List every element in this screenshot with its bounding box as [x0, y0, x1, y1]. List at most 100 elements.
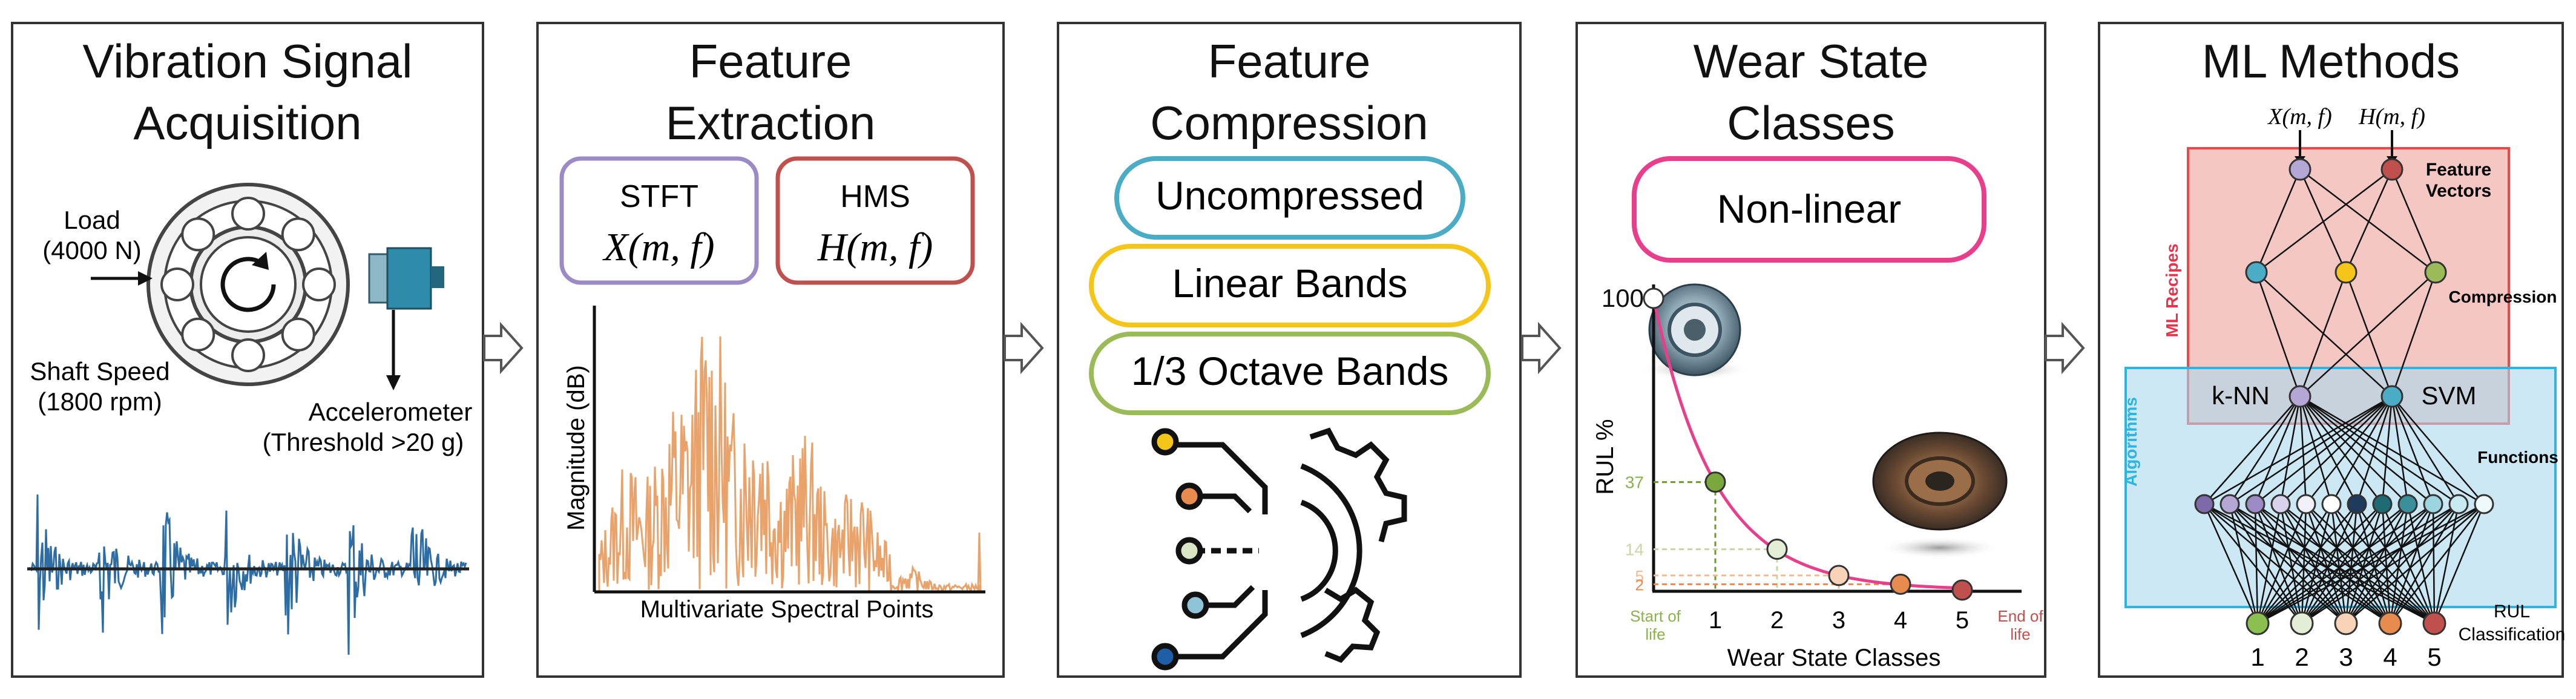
panel-wear-state-classes: Wear State Classes Non-linear 1003714521…	[1576, 22, 2046, 678]
nonlinear-badge-label: Non-linear	[1717, 186, 1901, 231]
option-uncompressed	[1114, 156, 1465, 240]
compression-gear-icon	[1151, 427, 1407, 671]
function-node	[2220, 494, 2240, 514]
bearing-illustration	[146, 183, 350, 386]
class-node	[2246, 611, 2270, 635]
feature-vectors-label-2: Vectors	[2426, 181, 2491, 201]
stft-box	[559, 156, 759, 285]
shaft-speed-label: Shaft Speed	[30, 357, 169, 386]
rul-point	[1704, 471, 1726, 493]
panel-title-line2: Extraction	[666, 96, 876, 149]
panel-title-line1: Feature	[689, 34, 852, 88]
functions-label: Functions	[2477, 448, 2558, 467]
ml-recipes-label: ML Recipes	[2163, 243, 2181, 337]
algorithm-node	[2288, 385, 2312, 408]
class-node	[2334, 611, 2358, 635]
vibration-signal-waveform	[29, 494, 467, 655]
option-octave-bands	[1089, 332, 1491, 415]
panel-ml-methods: ML Methods ML Recipes Algorithms X(m, f)…	[2098, 22, 2566, 678]
algorithms-label: Algorithms	[2121, 397, 2140, 487]
hms-box	[775, 156, 975, 285]
option-octave-bands-label: 1/3 Octave Bands	[1131, 349, 1449, 393]
bearing-ball	[181, 317, 215, 352]
bearing-ball	[302, 267, 336, 301]
panel-frame	[536, 22, 1005, 678]
rul-classification-label-2: Classification	[2459, 625, 2566, 645]
rul-y-tick: 2	[1635, 576, 1644, 594]
network-nodes	[2194, 158, 2494, 635]
rul-x-label: Wear State Classes	[1727, 645, 1941, 671]
function-node	[2245, 494, 2266, 514]
option-linear-bands-label: Linear Bands	[1172, 261, 1408, 306]
function-node	[2397, 494, 2418, 514]
panel-title-line2: Classes	[1727, 96, 1894, 149]
rul-x-tick: 2	[1770, 607, 1784, 634]
flow-arrow-icon	[1004, 321, 1044, 375]
end-of-life-label: End of	[1997, 607, 2043, 625]
rul-point	[1951, 579, 1973, 601]
knn-label: k-NN	[2212, 381, 2270, 410]
bearing-ball	[281, 217, 315, 252]
compression-node	[2424, 261, 2447, 284]
rotation-arrow-icon	[220, 257, 276, 312]
worn-bearing-photo	[1872, 432, 2008, 559]
panel-title-line2: Compression	[1150, 96, 1428, 149]
nonlinear-badge	[1632, 156, 1986, 263]
bearing-ball	[160, 267, 194, 301]
rul-y-tick: 37	[1625, 473, 1644, 492]
accelerometer-icon	[368, 247, 444, 310]
bearing-ball	[181, 217, 215, 252]
compression-node	[2334, 261, 2358, 284]
rul-point	[1828, 565, 1850, 586]
panel-feature-extraction: Feature Extraction STFT X(m, f) HMS H(m,…	[536, 22, 1005, 678]
function-node	[2372, 494, 2393, 514]
panel-title: ML Methods	[2202, 34, 2460, 88]
stft-formula: X(m, f)	[602, 225, 714, 269]
load-value: (4000 N)	[42, 236, 141, 264]
option-uncompressed-label: Uncompressed	[1155, 173, 1424, 218]
rul-y-tick: 14	[1625, 540, 1644, 559]
function-node	[2474, 494, 2494, 514]
rul-x-tick: 4	[1894, 607, 1907, 634]
flow-arrow-icon	[483, 321, 524, 375]
rul-x-tick: 5	[1956, 607, 1969, 634]
function-node	[2270, 494, 2291, 514]
option-linear-bands	[1089, 244, 1491, 327]
class-node	[2422, 611, 2446, 635]
panel-title-line2: Acquisition	[133, 96, 361, 149]
rul-y-tick: 100	[1602, 284, 1644, 312]
algorithm-node	[2380, 385, 2404, 408]
accelerometer-label: Accelerometer	[309, 398, 473, 426]
start-of-life-label-2: life	[1645, 625, 1665, 643]
accelerometer-threshold: (Threshold >20 g)	[263, 428, 464, 456]
class-label: 5	[2427, 643, 2441, 671]
panel-title-line1: Wear State	[1694, 34, 1929, 88]
bearing-ball	[231, 197, 265, 231]
function-node	[2296, 494, 2316, 514]
rul-classification-label: RUL	[2494, 602, 2530, 622]
shaft-speed-value: (1800 rpm)	[38, 387, 162, 416]
svm-label: SVM	[2421, 381, 2476, 410]
rul-point	[1766, 539, 1788, 560]
class-label: 4	[2383, 643, 2397, 671]
new-bearing-photo	[1640, 283, 1749, 380]
function-node	[2423, 494, 2443, 514]
flow-arrow-icon	[2045, 321, 2085, 375]
class-node	[2378, 611, 2402, 635]
rul-y-tick: 5	[1635, 567, 1644, 585]
function-node	[2194, 494, 2215, 514]
spectrum-x-label: Multivariate Spectral Points	[640, 596, 934, 623]
class-label: 3	[2339, 643, 2353, 671]
network-connections	[2203, 169, 2485, 625]
compression-node	[2245, 261, 2268, 284]
panel-title-line1: Vibration Signal	[83, 34, 413, 88]
panel-title-line1: Feature	[1208, 34, 1371, 88]
rul-y-label: RUL %	[1592, 419, 1618, 494]
class-node	[2290, 611, 2314, 635]
spectrum-plot	[598, 336, 982, 593]
function-node	[2321, 494, 2342, 514]
bearing-ball	[231, 338, 265, 372]
function-node	[2347, 494, 2367, 514]
